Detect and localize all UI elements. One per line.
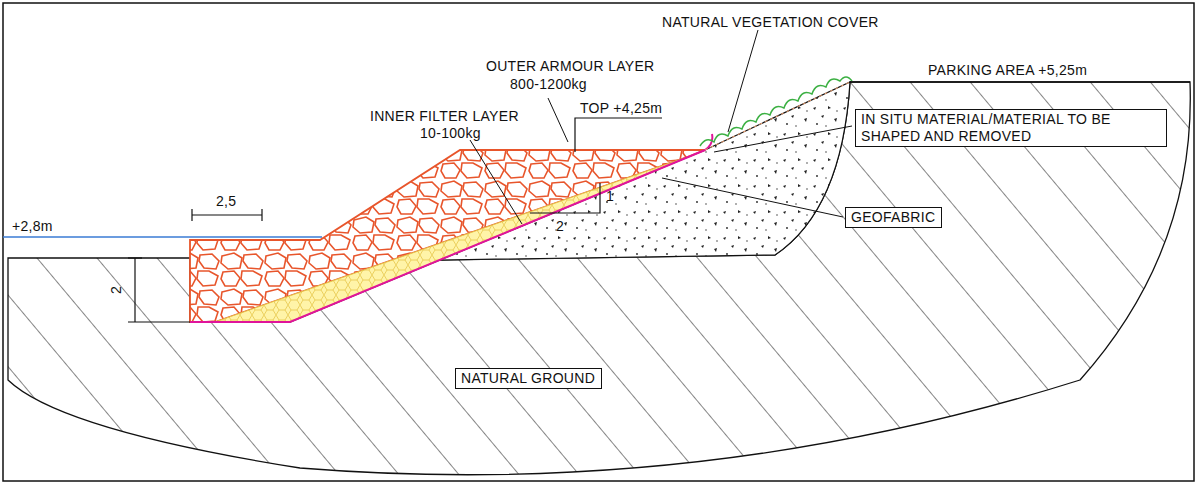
boxed-label: IN SITU MATERIAL/MATERIAL TO BE SHAPED A… (855, 109, 1167, 147)
level-label: +2,8m (12, 218, 53, 234)
slope-number: 1 (606, 188, 614, 204)
note-label: NATURAL VEGETATION COVER (662, 14, 879, 30)
dimension: 2 (108, 286, 124, 294)
dimension: 2,5 (216, 193, 236, 209)
weight-label: 10-100kg (420, 125, 481, 141)
level-label: TOP +4,25m (580, 100, 662, 116)
box-text: NATURAL GROUND (461, 370, 596, 387)
box-text: GEOFABRIC (851, 209, 936, 226)
boxed-label: GEOFABRIC (845, 207, 942, 228)
boxed-label: NATURAL GROUND (455, 368, 602, 389)
weight-label: 800-1200kg (510, 76, 587, 92)
box-text: IN SITU MATERIAL/MATERIAL TO BE SHAPED A… (861, 111, 1161, 145)
level-label: PARKING AREA +5,25m (928, 62, 1087, 78)
layer-label: INNER FILTER LAYER (370, 108, 519, 124)
layer-label: OUTER ARMOUR LAYER (486, 58, 655, 74)
slope-number: 2 (556, 218, 564, 234)
